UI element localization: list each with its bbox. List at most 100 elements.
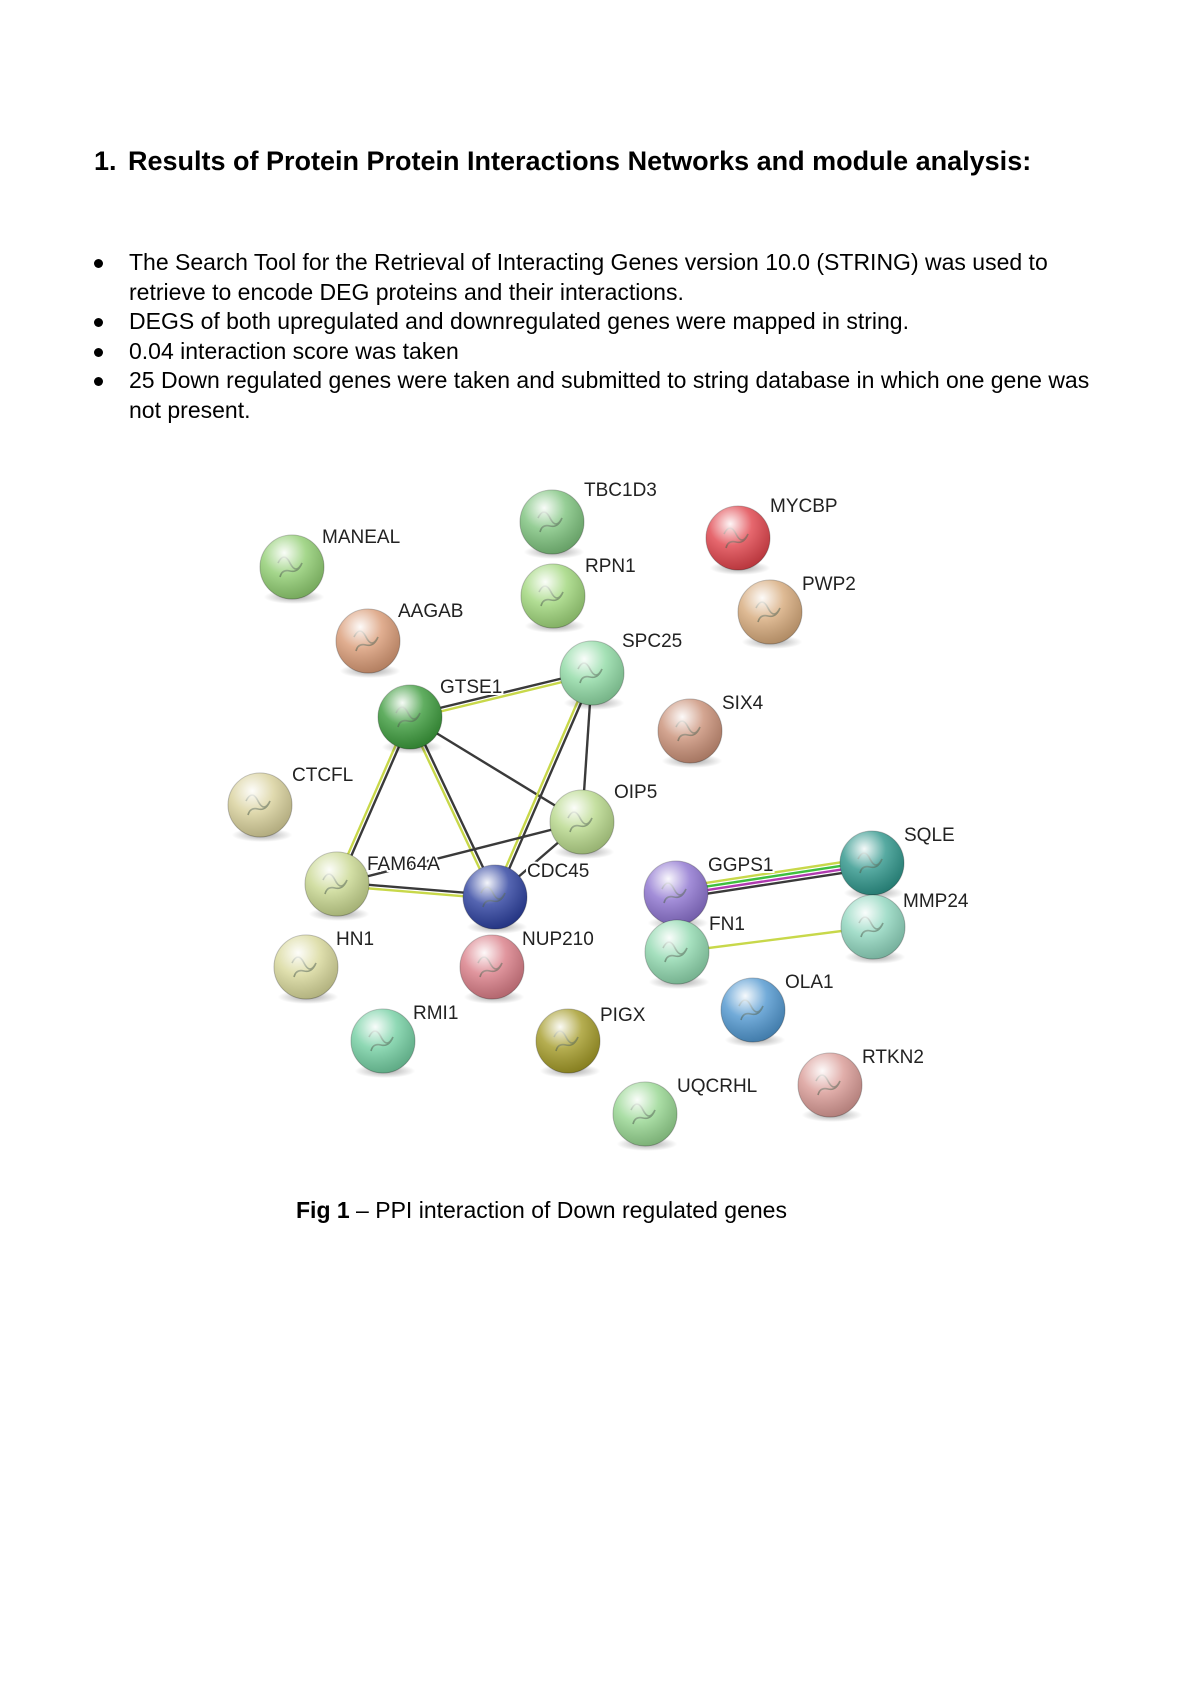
- node-label: RPN1: [585, 556, 636, 577]
- node-label: OLA1: [785, 972, 834, 993]
- node-ctcfl: CTCFL: [227, 763, 355, 842]
- list-item: 0.04 interaction score was taken: [94, 337, 1124, 367]
- node-fn1: FN1: [644, 912, 747, 989]
- node-gloss: [841, 895, 905, 959]
- bullet-list: The Search Tool for the Retrieval of Int…: [94, 248, 1124, 425]
- bullet-icon: [94, 377, 103, 386]
- edge-oip5-fam64a: [336, 820, 583, 886]
- node-cdc45: CDC45: [462, 859, 591, 934]
- node-label: AAGAB: [398, 601, 463, 622]
- node-gloss: [463, 865, 527, 929]
- node-label: GGPS1: [708, 855, 773, 876]
- node-gloss: [840, 831, 904, 895]
- node-label: PIGX: [600, 1005, 646, 1026]
- node-pigx: PIGX: [535, 1003, 648, 1078]
- node-gloss: [738, 580, 802, 644]
- node-gloss: [520, 490, 584, 554]
- node-sqle: SQLE: [839, 823, 957, 900]
- node-label: RTKN2: [862, 1047, 924, 1068]
- heading-text: Results of Protein Protein Interactions …: [128, 146, 1032, 176]
- list-item-text: The Search Tool for the Retrieval of Int…: [129, 249, 1048, 305]
- node-gloss: [460, 935, 524, 999]
- node-six4: SIX4: [657, 691, 766, 768]
- node-hn1: HN1: [273, 927, 376, 1004]
- node-tbc1d3: TBC1D3: [519, 478, 659, 559]
- node-label: HN1: [336, 929, 374, 950]
- node-rtkn2: RTKN2: [797, 1045, 926, 1122]
- node-gloss: [798, 1053, 862, 1117]
- section-heading: 1. Results of Protein Protein Interaction…: [94, 146, 1031, 177]
- node-label: NUP210: [522, 929, 594, 950]
- node-ola1: OLA1: [720, 970, 836, 1047]
- list-item-text: 25 Down regulated genes were taken and s…: [129, 367, 1090, 423]
- node-label: UQCRHL: [677, 1076, 757, 1097]
- node-label: OIP5: [614, 782, 657, 803]
- edge-spc25-cdc45: [495, 673, 595, 899]
- node-gloss: [658, 699, 722, 763]
- figure-caption: Fig 1 – PPI interaction of Down regulate…: [296, 1197, 787, 1224]
- node-label: RMI1: [413, 1003, 458, 1024]
- node-gloss: [260, 535, 324, 599]
- caption-text: – PPI interaction of Down regulated gene…: [349, 1197, 787, 1223]
- node-nup210: NUP210: [459, 927, 596, 1004]
- heading-number: 1.: [94, 146, 117, 176]
- node-fam64a: FAM64A: [304, 851, 442, 921]
- node-label: GTSE1: [440, 677, 502, 698]
- node-label: TBC1D3: [584, 480, 657, 501]
- node-pwp2: PWP2: [737, 572, 858, 649]
- edge-ggps1-sqle: [675, 856, 872, 889]
- node-label: SQLE: [904, 825, 955, 846]
- node-gloss: [550, 790, 614, 854]
- node-gloss: [336, 609, 400, 673]
- node-gloss: [560, 641, 624, 705]
- node-label: MANEAL: [322, 527, 400, 548]
- node-rmi1: RMI1: [350, 1001, 460, 1078]
- edge-ggps1-sqle: [675, 860, 872, 893]
- node-label: SPC25: [622, 631, 682, 652]
- edge-gtse1-oip5: [409, 715, 583, 824]
- node-uqcrhl: UQCRHL: [612, 1074, 759, 1151]
- node-label: MMP24: [903, 891, 969, 912]
- node-gloss: [228, 773, 292, 837]
- node-label: CDC45: [527, 861, 589, 882]
- list-item: DEGS of both upregulated and downregulat…: [94, 307, 1124, 337]
- node-label: FAM64A: [367, 854, 440, 875]
- node-label: MYCBP: [770, 496, 838, 517]
- list-item-text: 0.04 interaction score was taken: [129, 337, 459, 364]
- node-gloss: [706, 506, 770, 570]
- list-item: The Search Tool for the Retrieval of Int…: [94, 248, 1124, 307]
- node-gloss: [378, 685, 442, 749]
- edge-ggps1-sqle: [676, 863, 873, 896]
- node-label: CTCFL: [292, 765, 353, 786]
- node-aagab: AAGAB: [335, 599, 465, 678]
- node-gloss: [536, 1009, 600, 1073]
- list-item-text: DEGS of both upregulated and downregulat…: [129, 308, 909, 334]
- node-gloss: [305, 852, 369, 916]
- node-label: PWP2: [802, 574, 856, 595]
- node-rpn1: RPN1: [520, 554, 638, 633]
- node-gloss: [721, 978, 785, 1042]
- bullet-icon: [94, 259, 103, 268]
- bullet-icon: [94, 318, 103, 327]
- node-label: FN1: [709, 914, 745, 935]
- edge-spc25-cdc45: [492, 671, 592, 897]
- node-gloss: [351, 1009, 415, 1073]
- edge-ggps1-sqle: [676, 867, 873, 900]
- bullet-icon: [94, 347, 103, 357]
- node-gtse1: GTSE1: [377, 675, 504, 754]
- caption-label: Fig 1: [296, 1197, 350, 1223]
- node-gloss: [613, 1082, 677, 1146]
- list-item: 25 Down regulated genes were taken and s…: [94, 366, 1124, 425]
- node-spc25: SPC25: [559, 629, 684, 710]
- node-gloss: [644, 861, 708, 925]
- node-gloss: [645, 920, 709, 984]
- node-oip5: OIP5: [549, 780, 659, 859]
- node-mycbp: MYCBP: [705, 494, 840, 575]
- node-gloss: [521, 564, 585, 628]
- node-label: SIX4: [722, 693, 764, 714]
- edge-fn1-mmp24: [676, 925, 874, 954]
- node-maneal: MANEAL: [259, 525, 402, 604]
- node-mmp24: MMP24: [840, 889, 971, 964]
